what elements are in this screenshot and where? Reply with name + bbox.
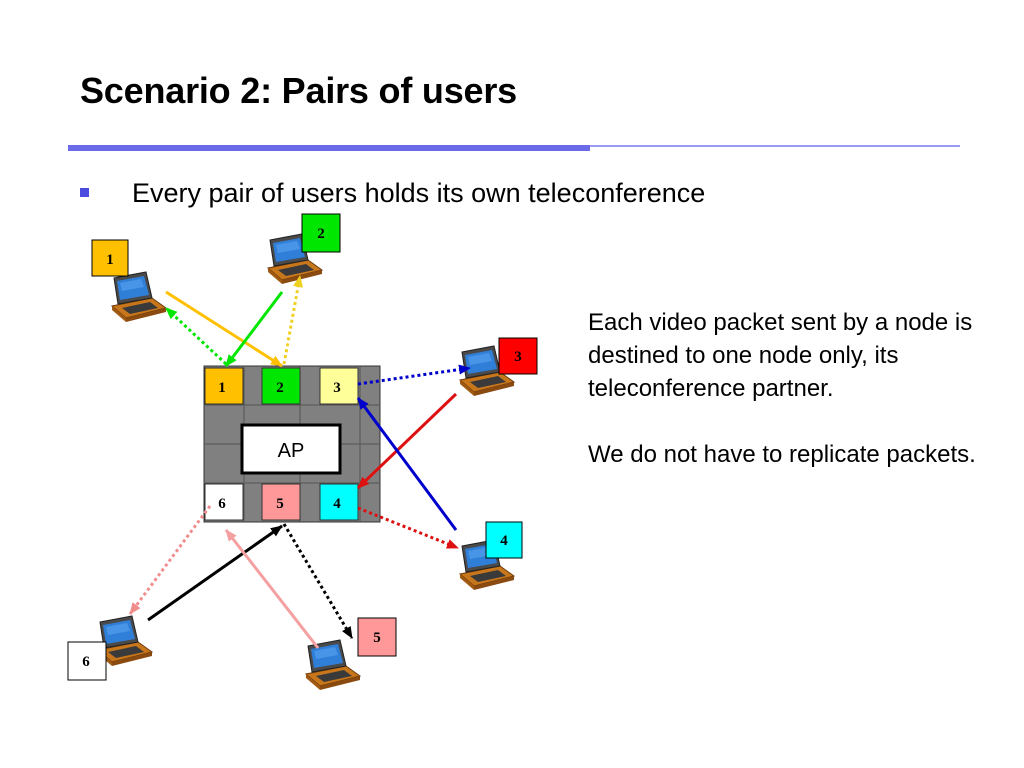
arrow-1-to-ap — [165, 290, 283, 368]
ap-slot-4: 4 — [319, 483, 359, 521]
bullet-square-icon — [80, 188, 89, 197]
laptop-icon — [111, 271, 167, 323]
svg-text:2: 2 — [276, 380, 284, 396]
arrow-5-to-ap — [224, 529, 320, 649]
laptop-3: 3 — [459, 337, 538, 397]
svg-text:1: 1 — [218, 380, 226, 396]
arrow-2-to-ap — [224, 291, 284, 367]
laptop-icon — [305, 639, 361, 691]
svg-text:6: 6 — [218, 496, 226, 512]
arrow-4-to-ap — [356, 397, 458, 531]
description: Each video packet sent by a node is dest… — [588, 306, 1008, 471]
svg-text:5: 5 — [276, 496, 284, 512]
ap-slot-1: 1 — [204, 367, 244, 405]
description-paragraph-1: Each video packet sent by a node is dest… — [588, 309, 973, 402]
slide-title: Scenario 2: Pairs of users — [80, 70, 517, 111]
arrow-ap-to-5 — [282, 523, 354, 639]
svg-text:3: 3 — [333, 380, 341, 396]
arrow-3-to-ap — [356, 392, 458, 490]
ap-slot-5: 5 — [261, 483, 301, 521]
svg-text:4: 4 — [500, 533, 508, 549]
title-underline-thin — [590, 145, 960, 147]
ap-label: AP — [278, 440, 305, 462]
laptop-6: 6 — [67, 615, 153, 681]
ap-slot-6: 6 — [204, 483, 244, 521]
description-paragraph-2: We do not have to replicate packets. — [588, 441, 976, 468]
ap-label-box: AP — [240, 423, 342, 475]
bullet-text: Every pair of users holds its own teleco… — [132, 178, 706, 208]
svg-text:4: 4 — [333, 496, 341, 512]
laptop-4: 4 — [459, 521, 523, 591]
svg-text:5: 5 — [373, 630, 381, 646]
ap-slot-3: 3 — [319, 367, 359, 405]
laptop-5: 5 — [305, 617, 397, 691]
laptop-1: 1 — [91, 239, 167, 323]
svg-text:2: 2 — [317, 226, 325, 242]
laptop-2: 2 — [267, 213, 341, 285]
title-underline — [68, 145, 590, 151]
svg-text:3: 3 — [514, 349, 522, 365]
svg-text:6: 6 — [82, 654, 90, 670]
arrow-ap-to-3 — [357, 364, 471, 386]
ap-slot-2: 2 — [261, 367, 301, 405]
arrow-ap-to-1 — [164, 306, 228, 366]
arrow-ap-to-2 — [282, 275, 303, 365]
arrow-ap-to-6 — [128, 505, 212, 615]
arrow-6-to-ap — [147, 524, 283, 622]
svg-text:1: 1 — [106, 252, 114, 268]
